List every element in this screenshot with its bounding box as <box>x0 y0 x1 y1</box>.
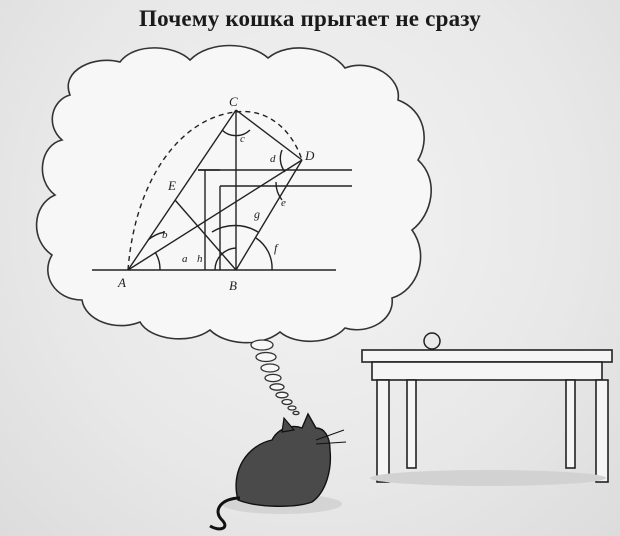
angle-arc-e <box>275 181 283 201</box>
angle-label-b: b <box>162 229 168 241</box>
table-icon <box>361 349 613 483</box>
line-AD <box>127 159 303 271</box>
angle-label-f: f <box>274 241 279 255</box>
angle-arc-f <box>255 237 273 271</box>
angle-label-h: h <box>197 253 203 265</box>
angle-label-e: e <box>281 197 286 209</box>
angle-label-g: g <box>254 207 260 221</box>
cat-icon <box>209 412 347 531</box>
table-shadow <box>370 470 606 486</box>
line-CD <box>235 109 303 161</box>
angle-label-d: d <box>270 153 276 165</box>
point-label-B: B <box>229 278 237 293</box>
angle-label-c: c <box>240 133 245 145</box>
page-title: Почему кошка прыгает не сразу <box>139 6 481 31</box>
point-label-D: D <box>304 148 315 163</box>
thought-trail <box>250 339 300 416</box>
line-EB <box>174 199 237 271</box>
point-label-A: A <box>117 275 126 290</box>
angle-arc-a <box>154 251 161 271</box>
jump-trajectory <box>127 110 303 271</box>
line-AC <box>127 109 237 271</box>
angle-arc-c <box>221 129 251 137</box>
ball-icon <box>423 332 441 350</box>
angle-arc-h <box>214 247 237 271</box>
angle-label-a: a <box>182 253 188 265</box>
line-BD <box>235 159 303 271</box>
angle-arc-b <box>147 231 166 241</box>
point-label-E: E <box>167 178 176 193</box>
geometry-diagram <box>92 109 352 271</box>
angle-arc-g <box>211 224 259 233</box>
angle-arc-d <box>279 149 286 173</box>
thought-bubble-icon <box>35 44 432 344</box>
point-label-C: C <box>229 94 238 109</box>
